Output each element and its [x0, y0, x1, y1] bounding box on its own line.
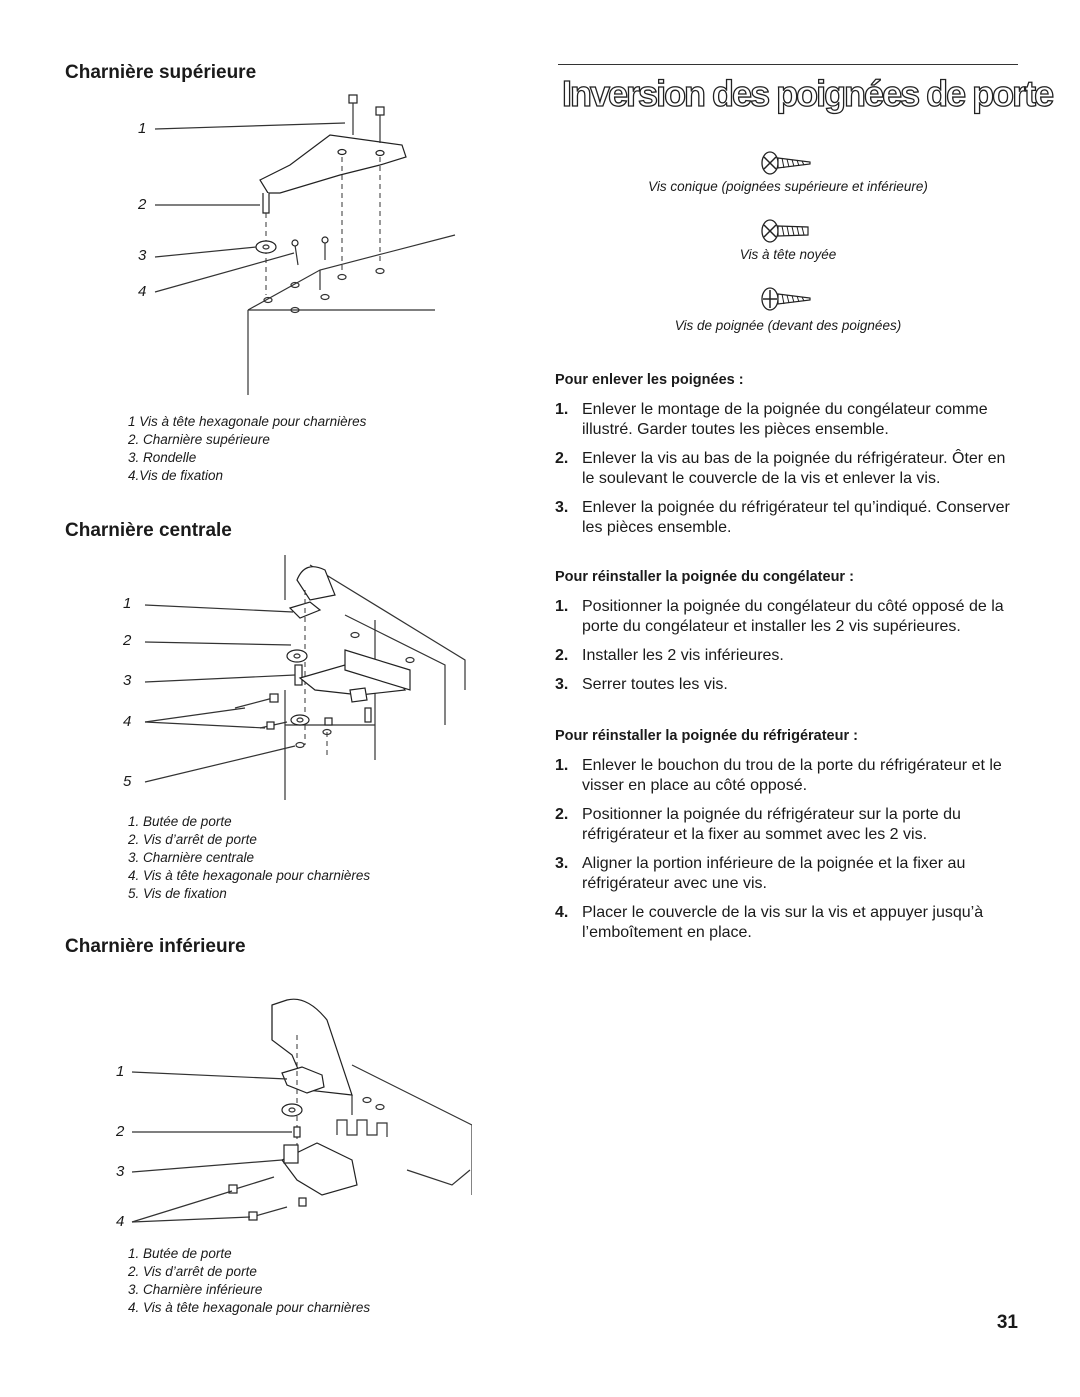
- legend-item: 1 Vis à tête hexagonale pour charnières: [128, 414, 367, 429]
- callout-1: 1: [138, 120, 147, 137]
- bottom-hinge-legend: 1. Butée de porte 2. Vis d’arrêt de port…: [128, 1245, 370, 1317]
- callout-4: 4: [123, 713, 132, 730]
- callout-3: 3: [116, 1163, 125, 1180]
- list-item: 2.Installer les 2 vis inférieures.: [555, 647, 784, 664]
- callout-4: 4: [138, 283, 147, 300]
- legend-item: 2. Vis d’arrêt de porte: [128, 832, 257, 847]
- callout-2: 2: [123, 632, 132, 649]
- countersunk-screw-icon: [760, 218, 812, 244]
- legend-item: 1. Butée de porte: [128, 814, 232, 829]
- legend-item: 4. Vis à tête hexagonale pour charnières: [128, 1300, 371, 1315]
- callout-5: 5: [123, 773, 132, 790]
- screw-caption: Vis à tête noyée: [739, 247, 837, 262]
- list-item: 2.Positionner la poignée du réfrigérateu…: [555, 806, 961, 843]
- legend-item: 2. Charnière supérieure: [128, 432, 270, 447]
- legend-item: 4. Vis à tête hexagonale pour charnières: [128, 868, 371, 883]
- callout-3: 3: [138, 247, 147, 264]
- title-rule: [558, 64, 1018, 65]
- list-item: 3.Serrer toutes les vis.: [555, 676, 728, 693]
- bottom-hinge-diagram: 1 2 3 4: [112, 995, 473, 1235]
- screw-caption: Vis de poignée (devant des poignées): [674, 318, 902, 333]
- list-item: 1.Enlever le montage de la poignée du co…: [555, 401, 988, 438]
- freezer-handle-steps: 1.Positionner la poignée du congélateur …: [555, 597, 1015, 704]
- page-number: 31: [996, 1312, 1018, 1333]
- callout-1: 1: [123, 595, 132, 612]
- center-hinge-legend: 1. Butée de porte 2. Vis d’arrêt de port…: [128, 813, 370, 903]
- legend-item: 2. Vis d’arrêt de porte: [128, 1264, 257, 1279]
- remove-handles-steps: 1.Enlever le montage de la poignée du co…: [555, 400, 1015, 547]
- handle-screw-icon: [760, 286, 812, 312]
- section-title-center-hinge: Charnière centrale: [65, 520, 232, 541]
- refrigerator-handle-steps: 1.Enlever le bouchon du trou de la porte…: [555, 756, 1015, 952]
- callout-4: 4: [116, 1213, 125, 1230]
- section-heading: Pour enlever les poignées :: [555, 372, 744, 388]
- top-hinge-legend: 1 Vis à tête hexagonale pour charnières …: [128, 413, 366, 485]
- callout-1: 1: [116, 1063, 125, 1080]
- legend-item: 3. Charnière centrale: [128, 850, 255, 865]
- center-hinge-diagram: 1 2 3 4 5: [115, 550, 475, 805]
- callout-2: 2: [138, 196, 147, 213]
- section-title-bottom-hinge: Charnière inférieure: [65, 936, 246, 957]
- legend-item: 1. Butée de porte: [128, 1246, 232, 1261]
- page-title: Inversion des poignées de porte: [561, 72, 1054, 114]
- callout-3: 3: [123, 672, 132, 689]
- legend-item: 3. Rondelle: [128, 450, 197, 465]
- tapered-screw-icon: [760, 150, 812, 176]
- legend-item: 5. Vis de fixation: [128, 886, 227, 901]
- list-item: 1.Positionner la poignée du congélateur …: [555, 598, 1004, 635]
- top-hinge-diagram: 1 2 3 4: [130, 85, 470, 405]
- legend-item: 4.Vis de fixation: [128, 468, 224, 483]
- section-heading: Pour réinstaller la poignée du réfrigéra…: [555, 728, 858, 744]
- list-item: 1.Enlever le bouchon du trou de la porte…: [555, 757, 1002, 794]
- screw-caption: Vis conique (poignées supérieure et infé…: [648, 179, 928, 194]
- section-title-top-hinge: Charnière supérieure: [65, 62, 257, 83]
- legend-item: 3. Charnière inférieure: [128, 1282, 263, 1297]
- list-item: 3.Aligner la portion inférieure de la po…: [555, 855, 966, 892]
- section-heading: Pour réinstaller la poignée du congélate…: [555, 569, 854, 585]
- list-item: 4.Placer le couvercle de la vis sur la v…: [555, 904, 984, 941]
- list-item: 3.Enlever la poignée du réfrigérateur te…: [555, 499, 1010, 536]
- callout-2: 2: [116, 1123, 125, 1140]
- list-item: 2.Enlever la vis au bas de la poignée du…: [555, 450, 1006, 487]
